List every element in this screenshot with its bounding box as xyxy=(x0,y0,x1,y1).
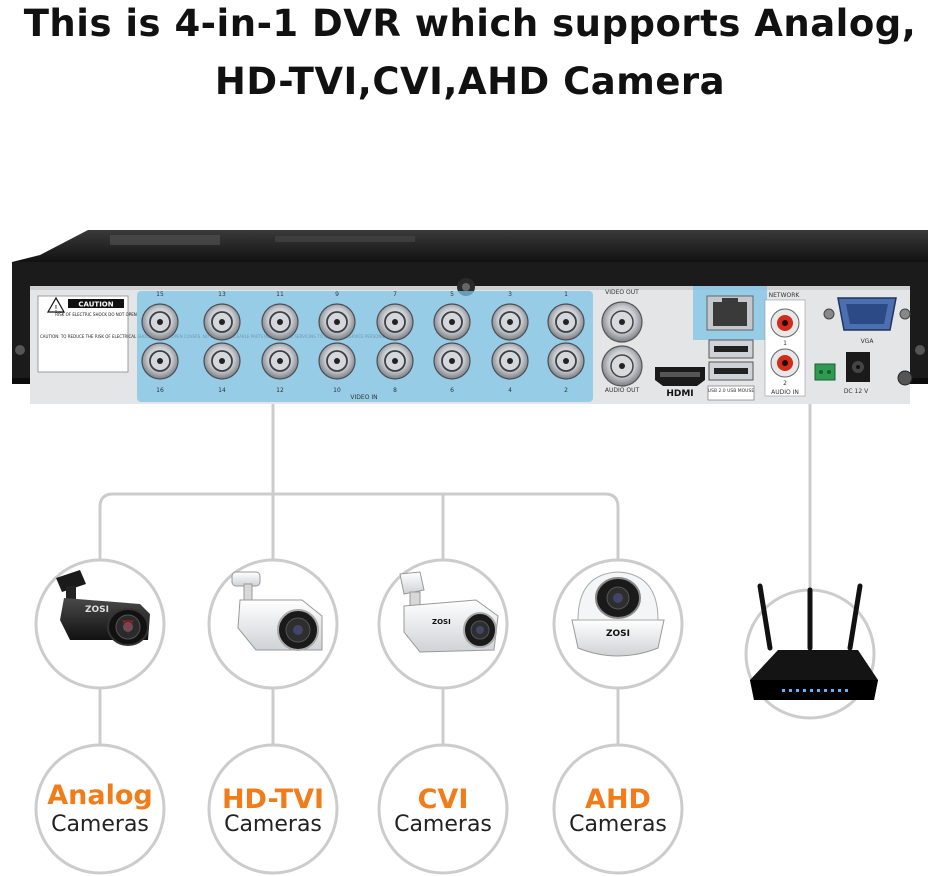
camera-type-analog: Analog xyxy=(47,780,153,811)
bnc-number-8: 8 xyxy=(393,387,397,394)
audio-in-number-1: 1 xyxy=(783,340,787,347)
power-ports: DC 12 V xyxy=(814,352,913,395)
bnc-connector-12: 12 xyxy=(261,342,299,394)
bnc-connector-2: 2 xyxy=(547,342,585,394)
audio-in-ports: 1 2 AUDIO IN xyxy=(764,299,806,397)
bnc-connector-10: 10 xyxy=(318,342,356,394)
bnc-connector-8: 8 xyxy=(376,342,414,394)
bnc-number-1: 1 xyxy=(564,291,568,298)
router-icon xyxy=(750,583,878,700)
bnc-connector-5: 5 xyxy=(433,291,471,341)
connection-lines xyxy=(98,402,812,745)
video-in-label: VIDEO IN xyxy=(350,394,377,401)
bnc-number-4: 4 xyxy=(508,387,512,394)
headline-line-1: This is 4-in-1 DVR which supports Analog… xyxy=(23,2,917,45)
router-led xyxy=(789,689,792,692)
headline-line-2: HD-TVI,CVI,AHD Camera xyxy=(214,60,726,103)
bnc-number-9: 9 xyxy=(335,291,339,298)
camera-sub-ahd: Cameras xyxy=(569,812,667,837)
bnc-number-13: 13 xyxy=(218,291,226,298)
video-in-highlight xyxy=(137,291,593,402)
bnc-number-14: 14 xyxy=(218,387,226,394)
dc-label: DC 12 V xyxy=(844,388,869,395)
bnc-number-7: 7 xyxy=(393,291,397,298)
camera-sub-cvi: Cameras xyxy=(394,812,492,837)
camera-type-ahd: AHD xyxy=(585,784,651,815)
bnc-number-16: 16 xyxy=(156,387,164,394)
bnc-connector-9: 9 xyxy=(318,291,356,341)
bnc-number-10: 10 xyxy=(333,387,341,394)
bnc-connector-4: 4 xyxy=(491,342,529,394)
video-out-label: VIDEO OUT xyxy=(605,289,639,296)
router-led xyxy=(838,689,841,692)
bnc-number-2: 2 xyxy=(564,387,568,394)
camera-type-cvi: CVI xyxy=(417,784,469,815)
usb-label: USB 2.0 USB MOUSE xyxy=(708,388,754,394)
hdmi-port: HDMI xyxy=(655,367,705,399)
cvi-camera-icon: ZOSI xyxy=(399,571,499,653)
router-led xyxy=(796,689,799,692)
audio-in-number-2: 2 xyxy=(783,380,787,387)
video-in-connectors: 15 13 11 9 7 5 3 1 16 14 12 10 8 6 4 2 xyxy=(141,291,585,394)
hdtvi-camera-icon xyxy=(231,571,323,651)
router-led xyxy=(824,689,827,692)
bnc-connector-11: 11 xyxy=(261,291,299,341)
bnc-connector-3: 3 xyxy=(491,291,529,341)
analog-camera-brand: ZOSI xyxy=(85,605,109,615)
bnc-connector-6: 6 xyxy=(433,342,471,394)
audio-out-label: AUDIO OUT xyxy=(605,387,640,394)
ahd-camera-brand: ZOSI xyxy=(606,629,630,639)
audio-out-port: AUDIO OUT xyxy=(601,345,643,394)
vga-port: VGA xyxy=(823,297,911,345)
bnc-number-15: 15 xyxy=(156,291,164,298)
network-label: NETWORK xyxy=(769,292,801,299)
cvi-camera-brand: ZOSI xyxy=(432,618,451,626)
camera-sub-analog: Cameras xyxy=(51,812,149,837)
usb-ports: USB 2.0 USB MOUSE xyxy=(707,339,754,401)
caution-sub: RISK OF ELECTRIC SHOCK DO NOT OPEN xyxy=(55,312,136,317)
caution-title: CAUTION xyxy=(78,301,113,309)
bnc-number-3: 3 xyxy=(508,291,512,298)
bnc-connector-16: 16 xyxy=(141,342,179,394)
bnc-number-5: 5 xyxy=(450,291,454,298)
router-led xyxy=(803,689,806,692)
network-port xyxy=(706,295,754,331)
bnc-number-12: 12 xyxy=(276,387,284,394)
bnc-connector-7: 7 xyxy=(376,291,414,341)
svg-text:!: ! xyxy=(54,304,57,313)
camera-sub-hdtvi: Cameras xyxy=(224,812,322,837)
router-led xyxy=(810,689,813,692)
router-led xyxy=(782,689,785,692)
audio-in-label: AUDIO IN xyxy=(771,389,799,396)
hdmi-label: HDMI xyxy=(666,389,693,399)
bnc-connector-13: 13 xyxy=(203,291,241,341)
vga-label: VGA xyxy=(861,338,875,345)
video-out-port: VIDEO OUT xyxy=(601,289,643,343)
ahd-camera-icon: ZOSI xyxy=(571,571,665,657)
bnc-number-11: 11 xyxy=(276,291,284,298)
bnc-connector-15: 15 xyxy=(141,291,179,341)
camera-type-hdtvi: HD-TVI xyxy=(221,784,325,815)
bnc-connector-14: 14 xyxy=(203,342,241,394)
router-led xyxy=(845,689,848,692)
bnc-connector-1: 1 xyxy=(547,291,585,341)
router-led xyxy=(831,689,834,692)
router-led xyxy=(817,689,820,692)
bnc-number-6: 6 xyxy=(450,387,454,394)
analog-camera-icon: ZOSI xyxy=(56,570,150,646)
